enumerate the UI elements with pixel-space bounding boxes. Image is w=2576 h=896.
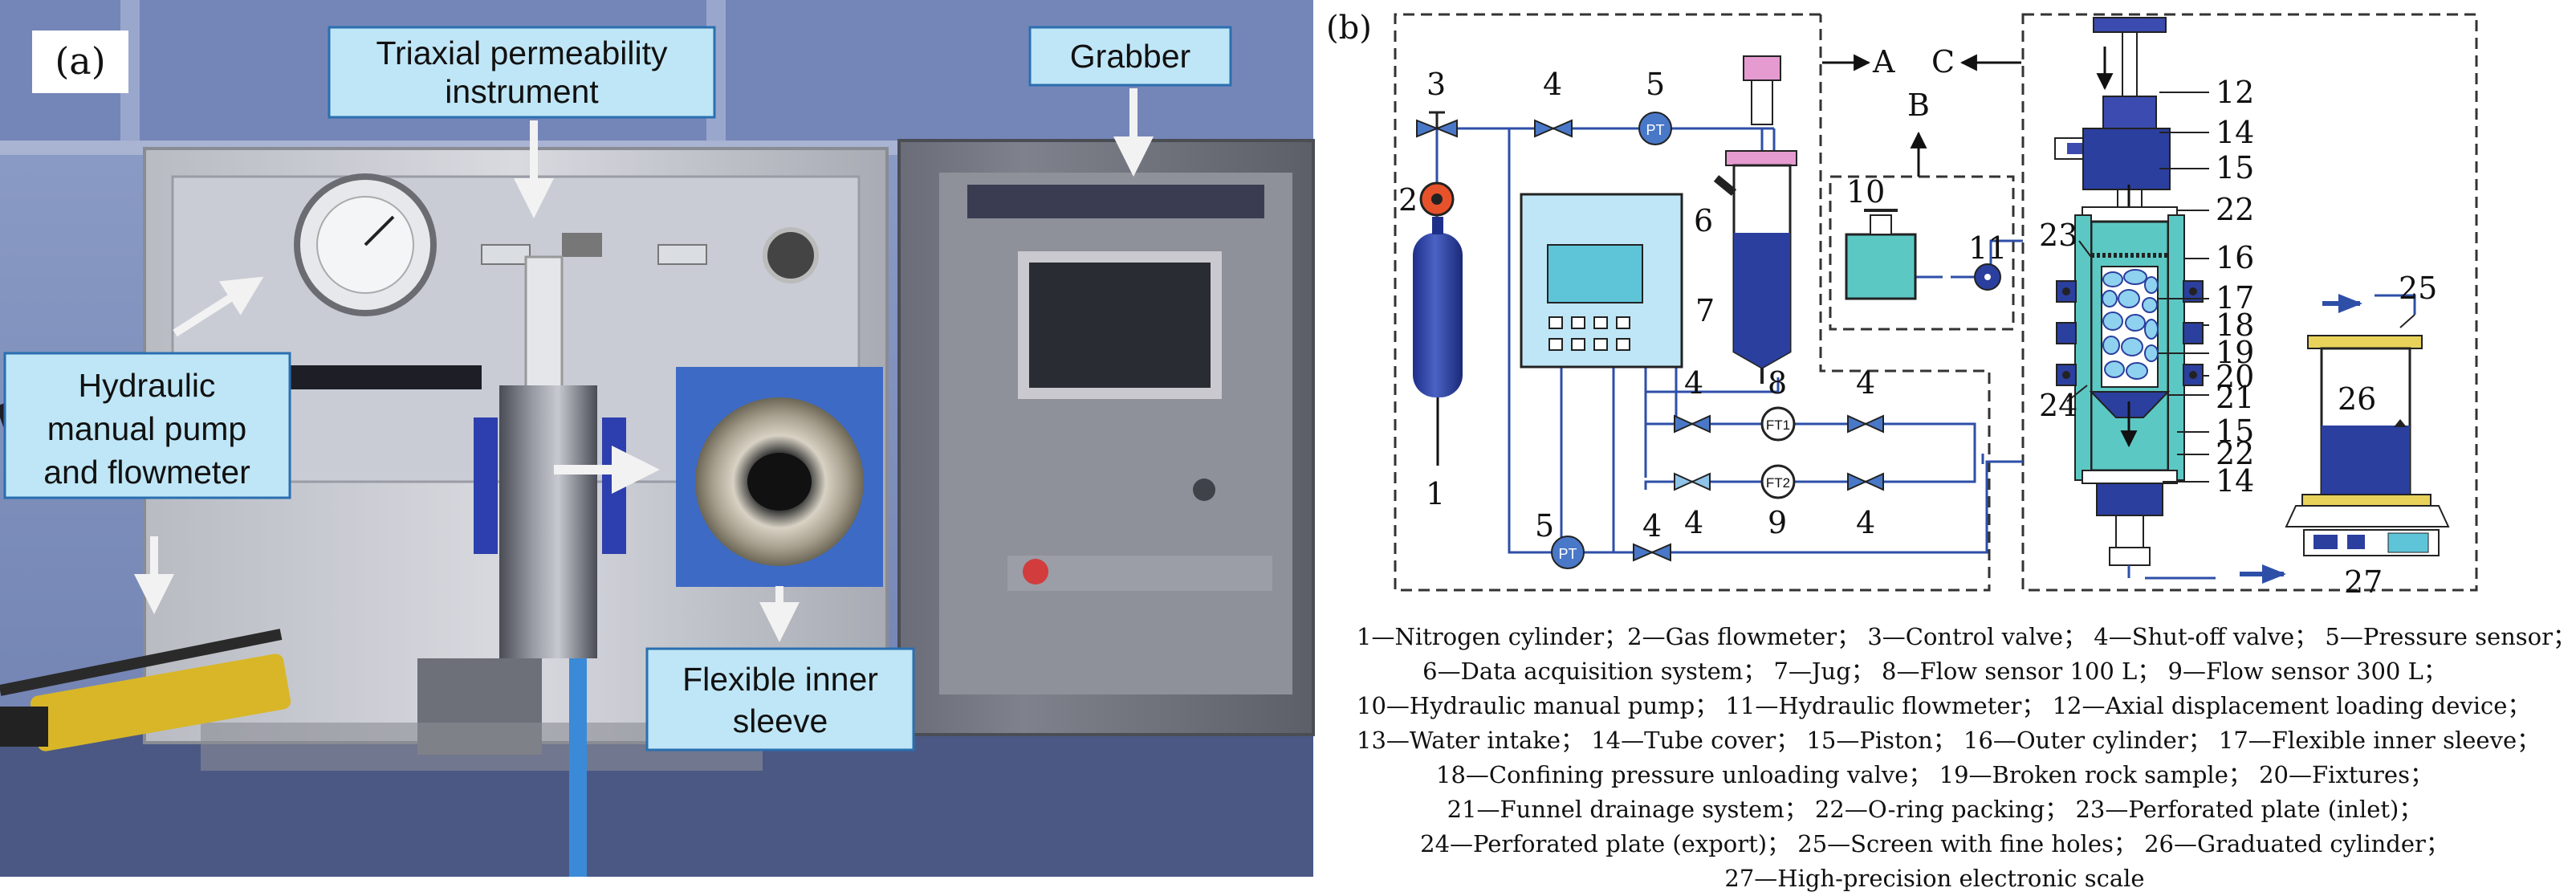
- num-21: 21: [2216, 380, 2254, 415]
- panel-b-label: (b): [1326, 10, 1372, 47]
- num-4-top: 4: [1543, 67, 1562, 102]
- callout-sleeve-line2: sleeve: [733, 703, 828, 739]
- num-4-d: 4: [1856, 505, 1875, 540]
- callout-pump-line1: Hydraulic: [79, 367, 216, 404]
- gas-flowmeter-icon: [1419, 181, 1455, 217]
- legend-line-2: 6—Data acquisition system； 7—Jug； 8—Flow…: [1422, 658, 2447, 685]
- connector-c: C: [1931, 44, 1955, 79]
- num-27: 27: [2344, 564, 2383, 600]
- callout-grabber: Grabber: [1028, 26, 1232, 177]
- num-15-bottom: 15: [2216, 413, 2254, 449]
- electronic-scale: [2285, 494, 2450, 556]
- num-26: 26: [2338, 381, 2376, 417]
- leader-lines: [2066, 92, 2415, 483]
- legend-line-7: 24—Perforated plate (export)； 25—Screen …: [1420, 830, 2449, 857]
- callout-pump: Hydraulic manual pump and flowmeter: [3, 276, 291, 614]
- num-17: 17: [2216, 280, 2254, 316]
- legend-line-5: 18—Confining pressure unloading valve； 1…: [1436, 761, 2433, 788]
- num-10: 10: [1846, 174, 1885, 210]
- num-5-top: 5: [1646, 67, 1665, 102]
- callout-sleeve-line1: Flexible inner: [682, 661, 878, 698]
- hydraulic-pump: [1845, 209, 1917, 300]
- flow-sensor-1-tag: FT1: [1766, 417, 1790, 433]
- num-24: 24: [2039, 388, 2077, 423]
- callout-sleeve: Flexible inner sleeve: [645, 647, 915, 751]
- figure: (a) Triaxial permeability instrument Gra…: [0, 0, 2478, 877]
- num-22-bottom: 22: [2216, 436, 2254, 471]
- num-16: 16: [2216, 240, 2254, 275]
- flow-sensor-1: FT1: [1760, 406, 1796, 442]
- num-4-a: 4: [1684, 365, 1703, 401]
- num-6: 6: [1694, 203, 1713, 238]
- callout-triaxial-line2: instrument: [445, 73, 599, 110]
- num-12: 12: [2216, 75, 2254, 110]
- panel-a-label-box: [32, 31, 128, 93]
- pressure-sensor-top: PT: [1638, 112, 1672, 145]
- num-23: 23: [2039, 218, 2077, 253]
- num-7: 7: [1695, 293, 1715, 328]
- num-19: 19: [2216, 335, 2254, 370]
- legend: 1—Nitrogen cylinder；2—Gas flowmeter； 3—C…: [1357, 620, 2576, 896]
- legend-line-3: 10—Hydraulic manual pump； 11—Hydraulic f…: [1357, 692, 2531, 719]
- legend-line-4: 13—Water intake； 14—Tube cover； 15—Pisto…: [1357, 727, 2541, 754]
- num-9: 9: [1768, 505, 1787, 540]
- shutoff-valves: [1534, 119, 1884, 562]
- num-4-b: 4: [1856, 365, 1875, 401]
- num-2: 2: [1398, 182, 1418, 218]
- num-25: 25: [2399, 271, 2437, 306]
- jug-vessel: [1713, 55, 1797, 384]
- legend-line-8: 27—High-precision electronic scale: [1724, 865, 2145, 892]
- pressure-sensor-top-tag: PT: [1646, 122, 1664, 138]
- num-4-c: 4: [1684, 505, 1703, 540]
- callout-pump-line2: manual pump: [47, 410, 246, 447]
- num-4-e: 4: [1642, 508, 1662, 544]
- num-11: 11: [1968, 230, 2007, 266]
- pressure-sensor-bottom: PT: [1551, 536, 1585, 569]
- callout-pump-line3: and flowmeter: [43, 454, 250, 491]
- callout-grabber-label: Grabber: [1070, 38, 1190, 75]
- connector-b: B: [1907, 88, 1930, 123]
- num-20: 20: [2216, 359, 2254, 394]
- callout-triaxial: Triaxial permeability instrument: [328, 26, 716, 218]
- callout-triaxial-line1: Triaxial permeability: [376, 35, 668, 71]
- num-14-top: 14: [2216, 115, 2254, 150]
- connector-a: A: [1872, 44, 1895, 79]
- graduated-cylinder: [2307, 335, 2423, 496]
- hydraulic-flowmeter-icon: [1974, 263, 2001, 291]
- num-3: 3: [1426, 67, 1446, 102]
- flow-sensor-2-tag: FT2: [1766, 475, 1790, 491]
- num-22-top: 22: [2216, 192, 2254, 227]
- num-1: 1: [1426, 476, 1445, 511]
- panel-a-label: (a): [55, 39, 105, 83]
- num-14-bottom: 14: [2216, 463, 2254, 499]
- data-acquisition-box: [1520, 193, 1683, 369]
- control-valve-icon: [1416, 111, 1458, 138]
- flow-sensor-2: FT2: [1760, 464, 1796, 499]
- legend-line-1: 1—Nitrogen cylinder；2—Gas flowmeter； 3—C…: [1357, 623, 2576, 650]
- connectors: A B C: [1822, 44, 2021, 177]
- pressure-sensor-bottom-tag: PT: [1558, 546, 1577, 562]
- num-18: 18: [2216, 307, 2254, 343]
- num-5-bottom: 5: [1535, 508, 1554, 544]
- legend-line-6: 21—Funnel drainage system； 22—O-ring pac…: [1447, 796, 2423, 823]
- num-8: 8: [1768, 365, 1787, 401]
- number-labels: 1 2 3 4 5 6 7 8 9 4 4 4 4 4 5 10 11 12 1…: [1398, 67, 2437, 600]
- dashed-boundaries: [1394, 13, 2478, 592]
- num-15-top: 15: [2216, 150, 2254, 185]
- nitrogen-cylinder: [1413, 217, 1463, 466]
- triaxial-cell: [2054, 17, 2204, 578]
